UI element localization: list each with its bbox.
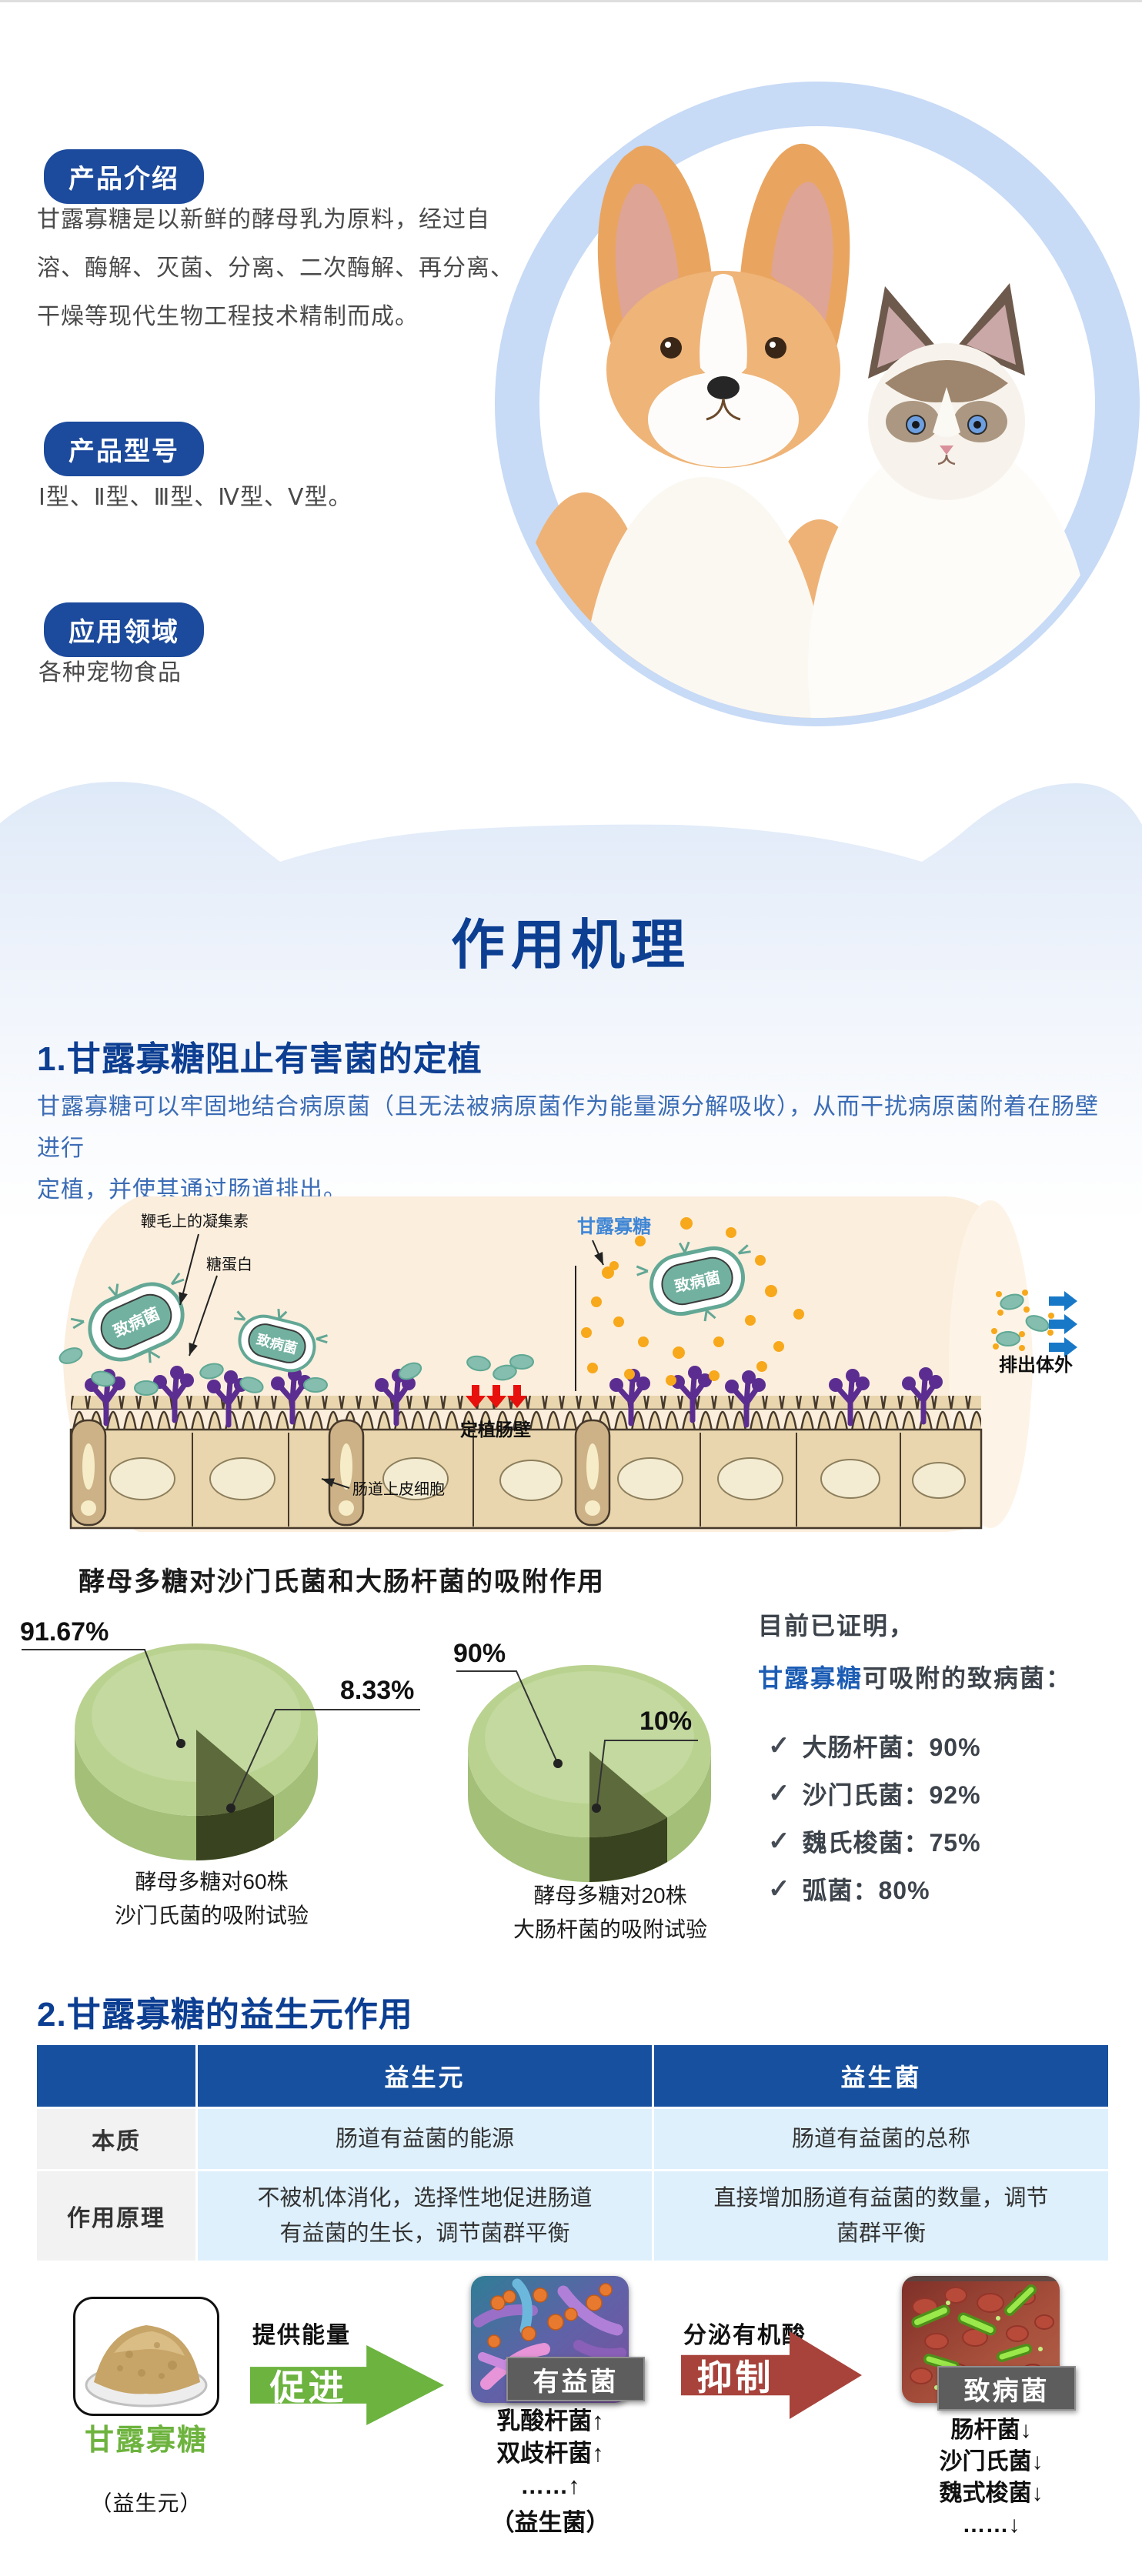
check-icon: ✓ (768, 1779, 790, 1808)
proven-item-text: 魏氏梭菌：75% (802, 1829, 981, 1857)
inhibit-arrow-text: 抑制 (696, 2357, 774, 2397)
table-header-prebiotic: 益生元 (198, 2045, 652, 2107)
cat-illustration (808, 283, 1093, 718)
adsorption-heading: 酵母多糖对沙门氏菌和大肠杆菌的吸附作用 (78, 1567, 605, 1597)
proven-item-clostridium: ✓ 魏氏梭菌：75% (768, 1824, 981, 1859)
beneficial-bacteria-tag: 有益菌 (506, 2357, 645, 2401)
pie1-minor-label: 8.33% (340, 1676, 414, 1705)
intro-text: 甘露寡糖是以新鲜的酵母乳为原料，经过自 溶、酶解、灭菌、分离、二次酶解、再分离、… (37, 207, 514, 329)
proven-item-text: 沙门氏菌：92% (802, 1781, 981, 1809)
apps-text: 各种宠物食品 (38, 660, 182, 686)
models-badge: 产品型号 (44, 422, 204, 476)
proven-item-salmonella: ✓ 沙门氏菌：92% (768, 1776, 981, 1811)
mos-powder-photo (73, 2297, 219, 2416)
apps-badge-label: 应用领域 (44, 602, 204, 657)
table-cell: 直接增加肠道有益菌的数量，调节 菌群平衡 (654, 2171, 1108, 2261)
proven-intro: 目前已证明， (758, 1612, 916, 1640)
pie1-caption: 酵母多糖对60株 沙门氏菌的吸附试验 (85, 1865, 339, 1933)
goblet-cells (70, 1419, 611, 1527)
glycoprotein-label: 糖蛋白 (206, 1256, 252, 1273)
proven-item-text: 弧菌：80% (802, 1877, 930, 1904)
colonize-arrows (466, 1385, 527, 1408)
excreted-bacteria (991, 1290, 1054, 1351)
table-corner-cell (37, 2045, 195, 2107)
proven-item-ecoli: ✓ 大肠杆菌：90% (768, 1728, 981, 1763)
pie2-caption-line2: 大肠杆菌的吸附试验 (513, 1917, 707, 1941)
table-cell: 肠道有益菌的总称 (654, 2109, 1108, 2169)
beneficial-item: 双歧杆菌↑ (496, 2440, 604, 2467)
pathogenic-item: 肠杆菌↓ (950, 2418, 1032, 2443)
mos-dots (581, 1217, 804, 1386)
dog-cat-photo (495, 82, 1140, 726)
arrow2-label: 分泌有机酸 (683, 2323, 806, 2348)
pie2-minor-label: 10% (639, 1707, 692, 1736)
pathogenic-list: 肠杆菌↓ 沙门氏菌↓ 魏式梭菌↓ ……↓ (899, 2414, 1084, 2541)
proven-item-text: 大肠杆菌：90% (802, 1733, 981, 1761)
top-divider (0, 0, 1142, 2)
flow-source-sub: （益生元） (90, 2491, 202, 2515)
intro-badge-label: 产品介绍 (44, 149, 204, 204)
pathogen-bacterium-3: 致病菌 (636, 1241, 751, 1322)
proven-item-vibrio: ✓ 弧菌：80% (768, 1871, 930, 1907)
beneficial-item: （益生菌） (490, 2509, 610, 2536)
epithelium-band (69, 1396, 983, 1530)
pathogenic-item: ……↓ (962, 2512, 1020, 2538)
mechanism-title: 作用机理 (451, 915, 691, 975)
table-cell: 肠道有益菌的能源 (198, 2109, 652, 2169)
check-icon: ✓ (768, 1731, 790, 1760)
pie2-caption: 酵母多糖对20株 大肠杆菌的吸附试验 (483, 1879, 737, 1947)
models-text: Ⅰ型、Ⅱ型、Ⅲ型、Ⅳ型、Ⅴ型。 (38, 485, 352, 510)
pie1-major-label: 91.67% (20, 1617, 109, 1647)
pie2-caption-line1: 酵母多糖对20株 (533, 1884, 687, 1907)
pathogenic-bacteria-tag: 致病菌 (937, 2366, 1076, 2411)
intro-badge: 产品介绍 (44, 149, 204, 204)
section-curve (0, 731, 1142, 862)
proven-highlight: 甘露寡糖 (758, 1664, 863, 1692)
pie2-major-label: 90% (453, 1639, 506, 1668)
pie-chart-salmonella: 91.67% 8.33% (20, 1617, 420, 1860)
epithelium-label: 肠道上皮细胞 (352, 1480, 445, 1498)
beneficial-item: ……↑ (520, 2472, 580, 2499)
colonize-label: 定植肠壁 (460, 1420, 531, 1440)
table-cell: 不被机体消化，选择性地促进肠道 有益菌的生长，调节菌群平衡 (198, 2171, 652, 2261)
proven-rest: 可吸附的致病菌： (863, 1664, 1073, 1692)
pie-chart-ecoli: 90% 10% (453, 1639, 711, 1882)
intestine-diagram: 致病菌 致病菌 鞭毛上的凝集素 糖蛋白 定植肠壁 肠道上皮细胞 甘露寡糖 (56, 1196, 1077, 1532)
excrete-arrows (1049, 1291, 1077, 1357)
pie1-caption-line2: 沙门氏菌的吸附试验 (114, 1904, 309, 1927)
table-header-probiotic: 益生菌 (654, 2045, 1108, 2107)
pathogenic-item: 魏式梭菌↓ (939, 2481, 1043, 2506)
section1-heading: 1.甘露寡糖阻止有害菌的定植 (37, 1040, 483, 1078)
pie1-caption-line1: 酵母多糖对60株 (135, 1870, 289, 1894)
pathogenic-item: 沙门氏菌↓ (939, 2449, 1043, 2474)
check-icon: ✓ (768, 1874, 790, 1904)
check-icon: ✓ (768, 1827, 790, 1856)
proven-line2: 甘露寡糖可吸附的致病菌： (758, 1659, 1072, 1694)
apps-badge: 应用领域 (44, 602, 204, 657)
mos-label: 甘露寡糖 (577, 1216, 651, 1237)
section2-heading: 2.甘露寡糖的益生元作用 (37, 1996, 413, 2034)
beneficial-list: 乳酸杆菌↑ 双歧杆菌↑ ……↑ （益生菌） (458, 2405, 643, 2539)
prebiotic-table: 益生元 益生菌 本质 肠道有益菌的能源 肠道有益菌的总称 作用原理 不被机体消化… (37, 2045, 1108, 2261)
lectin-label: 鞭毛上的凝集素 (141, 1213, 249, 1230)
pathogen-bacterium-2: 致病菌 (234, 1309, 328, 1373)
table-row-label: 作用原理 (37, 2171, 195, 2261)
table-row-label: 本质 (37, 2109, 195, 2169)
flow-source-label: 甘露寡糖 (84, 2424, 208, 2457)
cell-nuclei (109, 1457, 966, 1501)
beneficial-item: 乳酸杆菌↑ (496, 2407, 604, 2434)
models-badge-label: 产品型号 (44, 422, 204, 476)
promote-arrow-text: 促进 (269, 2367, 347, 2407)
excrete-label: 排出体外 (999, 1354, 1073, 1376)
arrow1-label: 提供能量 (252, 2323, 351, 2348)
